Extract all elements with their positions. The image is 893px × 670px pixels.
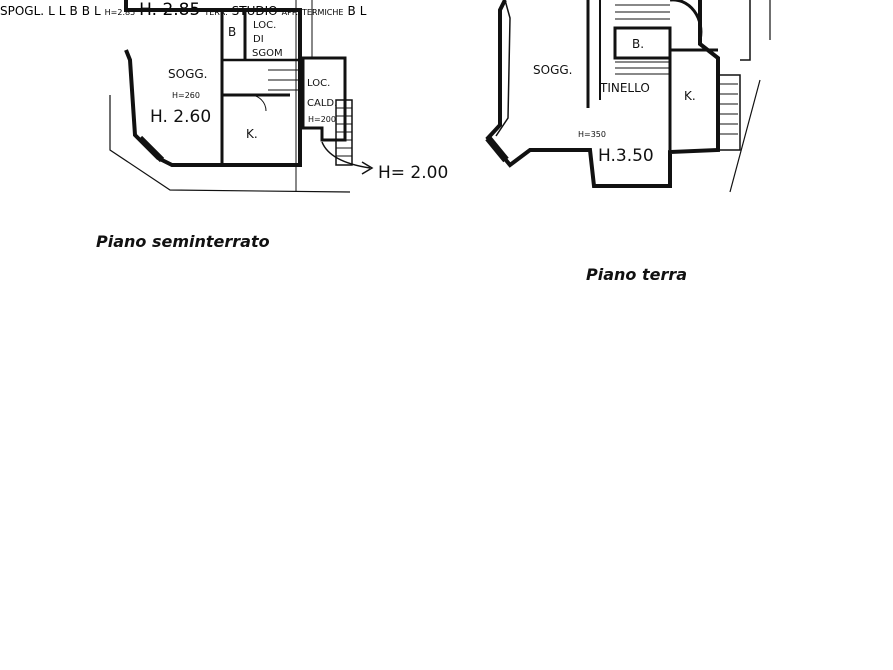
plan-seminterrato	[109, 0, 374, 193]
caption-piano-seminterrato: Piano seminterrato	[96, 232, 270, 251]
caption-piano-terra: Piano terra	[586, 265, 688, 284]
room-cucina: K.	[246, 127, 258, 141]
height-small-label: H=350	[578, 130, 606, 139]
room-locale-sgombero-1: LOC.	[253, 20, 276, 31]
room-appareccchiature-1: APP.	[281, 8, 299, 17]
room-terrazzo: TERR.	[204, 8, 228, 17]
room-letto-2: L	[58, 4, 66, 18]
room-tinello: TINELLO	[599, 81, 650, 95]
room-soggiorno: SOGG.	[533, 63, 572, 77]
room-soggiorno: SOGG.	[168, 67, 207, 81]
room-cucina: K.	[684, 89, 696, 103]
room-living: L	[359, 4, 367, 18]
room-bagno: B.	[632, 37, 644, 51]
height-large-label: H.3.50	[598, 146, 654, 166]
plan-seminterrato-labels: SOGG. H=260 H. 2.60 B LOC. DI SGOM LOC. …	[150, 20, 448, 183]
height-outside-label: H= 2.00	[378, 163, 448, 183]
room-caldaia-1: LOC.	[307, 78, 330, 89]
room-bagno: B	[228, 25, 236, 39]
room-bagno: B	[347, 4, 356, 18]
plan-terra	[485, 0, 771, 193]
height-large-label: H. 2.60	[150, 107, 211, 127]
room-letto-3: L	[93, 4, 101, 18]
room-spogliatoio: SPOGL.	[0, 4, 45, 18]
height-small-label: H=2.85	[104, 8, 136, 17]
plan-terra-labels: SOGG. B. TINELLO K. H=350 H.3.50	[533, 37, 696, 166]
height-caldaia-label: H=200	[308, 115, 336, 124]
height-small-label: H=260	[172, 91, 200, 100]
room-caldaia-2: CALD.	[307, 98, 337, 109]
room-appareccchiature-2: TERMICHE	[302, 8, 344, 17]
room-bagno-1: B	[69, 4, 78, 18]
room-locale-sgombero-3: SGOM	[252, 48, 283, 59]
room-bagno-2: B	[81, 4, 90, 18]
room-letto-1: L	[48, 4, 55, 18]
room-locale-sgombero-2: DI	[253, 34, 264, 45]
